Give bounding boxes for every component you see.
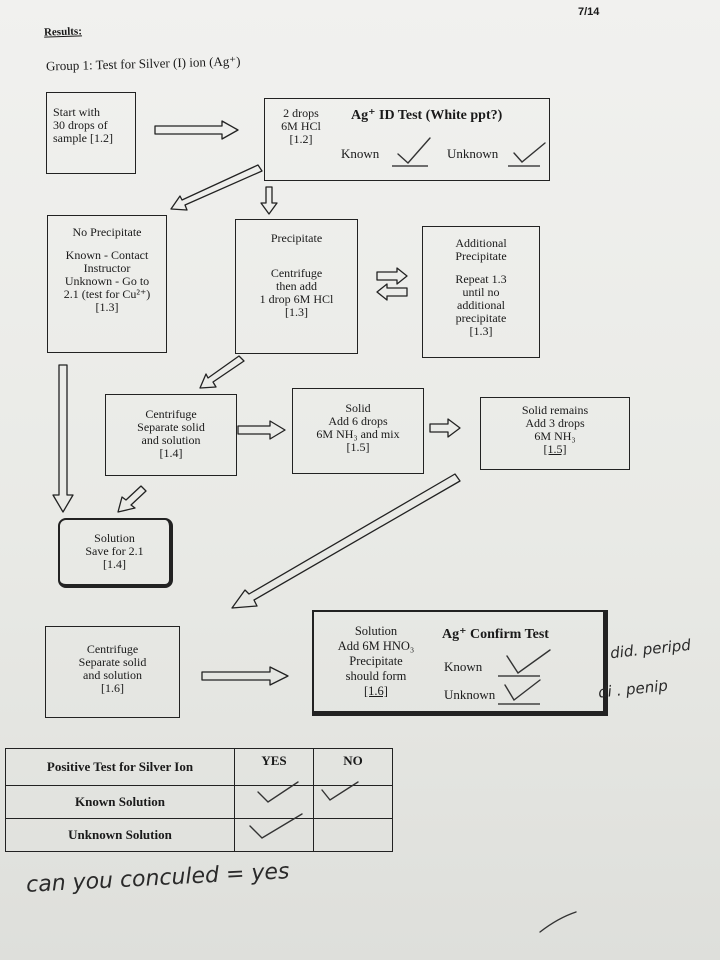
- box-additional-precipitate: Additional Precipitate Repeat 1.3 until …: [422, 226, 540, 358]
- box-centrifuge-1-6: Centrifuge Separate solid and solution […: [45, 626, 180, 718]
- arrow-diagonal-icon: [170, 164, 263, 211]
- table-row: Known Solution: [5, 785, 393, 819]
- arrow-diagonal-icon: [117, 485, 147, 513]
- table-header-test: Positive Test for Silver Ion: [5, 748, 235, 786]
- box-solution-save: Solution Save for 2.1 [1.4]: [58, 518, 173, 588]
- table-cell-unknown: Unknown Solution: [5, 818, 235, 852]
- arrow-right-icon: [201, 666, 289, 686]
- table-cell-known: Known Solution: [5, 785, 235, 819]
- box-solid-add-nh3: Solid Add 6 drops 6M NH₃ and mix [1.5]: [292, 388, 424, 474]
- id-test-title: Ag⁺ ID Test (White ppt?): [351, 108, 503, 123]
- box-solid-remains: Solid remains Add 3 drops 6M NH₃ [1.5]: [480, 397, 630, 470]
- box-start-sample: Start with 30 drops of sample [1.2]: [46, 92, 136, 174]
- check-icon: [506, 649, 551, 674]
- table-cell-known-yes: [234, 785, 314, 819]
- arrow-diagonal-icon: [231, 473, 461, 609]
- table-cell-unknown-yes: [234, 818, 314, 852]
- id-known-label: Known: [341, 146, 380, 161]
- box-id-test: 2 drops 6M HCl [1.2] Ag⁺ ID Test (White …: [264, 98, 550, 181]
- box-no-precipitate: No Precipitate Known - Contact Instructo…: [47, 215, 167, 353]
- page-number: 7/14: [578, 6, 600, 18]
- check-icon: [504, 679, 541, 702]
- box-precipitate: Precipitate Centrifuge then add 1 drop 6…: [235, 219, 358, 354]
- check-icon: [321, 781, 359, 801]
- arrow-down-icon: [260, 186, 278, 215]
- arrow-right-icon: [154, 120, 239, 140]
- box-confirm-test: Solution Add 6M HNO₃ Precipitate should …: [312, 610, 608, 716]
- arrow-right-icon: [237, 420, 286, 440]
- pen-mark-icon: [539, 911, 577, 933]
- table-cell-unknown-no: [313, 818, 393, 852]
- table-header-yes: YES: [234, 748, 314, 786]
- check-icon: [513, 142, 546, 163]
- id-unknown-label: Unknown: [447, 146, 499, 161]
- arrow-diagonal-icon: [199, 355, 245, 389]
- box-centrifuge-1-4: Centrifuge Separate solid and solution […: [105, 394, 237, 476]
- arrow-right-icon: [376, 267, 408, 285]
- confirm-known-label: Known: [444, 659, 483, 674]
- confirm-unknown-label: Unknown: [444, 687, 496, 702]
- check-icon: [257, 781, 299, 803]
- check-icon: [397, 137, 431, 164]
- check-icon: [249, 813, 303, 839]
- arrow-down-icon: [52, 364, 74, 513]
- arrow-right-icon: [429, 418, 461, 438]
- confirm-test-title: Ag⁺ Confirm Test: [442, 627, 549, 642]
- arrow-left-icon: [376, 283, 408, 301]
- table-row: Unknown Solution: [5, 818, 393, 852]
